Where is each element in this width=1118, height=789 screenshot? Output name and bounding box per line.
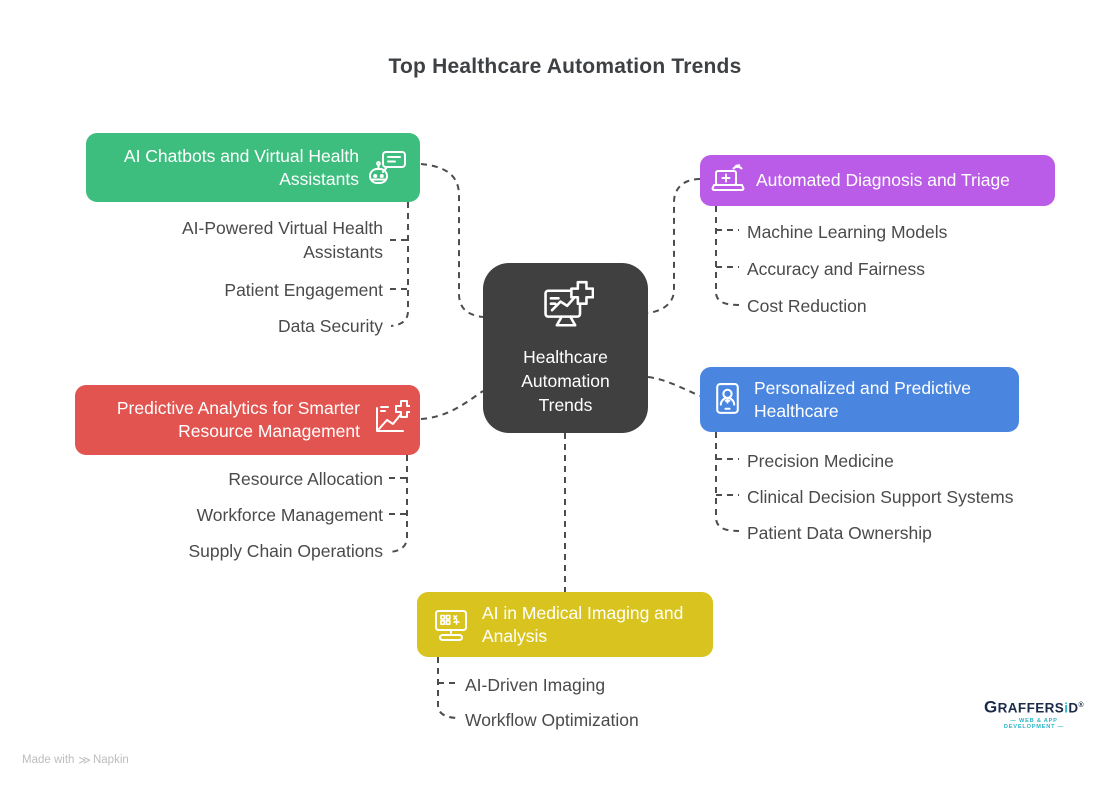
made-with-label: Made with [22,754,75,766]
child-supply-chain-operations: Supply Chain Operations [188,541,383,561]
child-workforce-management: Workforce Management [196,505,383,525]
analytics-children-line [389,455,408,553]
child-patient-engagement: Patient Engagement [224,280,383,300]
branch-personalized-healthcare: Personalized and Predictive Healthcare [700,367,1019,432]
branch-predictive-analytics-label: Predictive Analytics for Smarter Resourc… [116,398,360,441]
child-precision-medicine: Precision Medicine [747,451,894,471]
patient-id-card-icon [712,381,743,418]
child-ai-powered-virtual-health-assistants: AI-Powered Virtual Health Assistants [181,218,383,262]
connector-center-personalized [647,376,701,397]
connector-chatbots-center [420,163,484,318]
napkin-label: Napkin [92,754,129,766]
laptop-medical-signal-icon [710,163,746,198]
branch-automated-diagnosis: Automated Diagnosis and Triage [700,155,1055,206]
central-node-healthcare-automation-trends: Healthcare Automation Trends [483,263,648,433]
child-cost-reduction: Cost Reduction [747,296,867,316]
chatbot-speech-bubble-icon [368,148,408,188]
branch-predictive-analytics: Predictive Analytics for Smarter Resourc… [75,385,420,455]
child-ai-driven-imaging: AI-Driven Imaging [465,675,606,695]
connector-analytics-center [420,390,484,420]
made-with-napkin: Made with ≫ Napkin [22,753,129,767]
napkin-icon: ≫ [78,753,90,767]
child-resource-allocation: Resource Allocation [228,469,383,489]
branch-automated-diagnosis-label: Automated Diagnosis and Triage [756,170,1010,190]
child-accuracy-and-fairness: Accuracy and Fairness [747,259,925,279]
branch-ai-chatbots: AI Chatbots and Virtual Health Assistant… [86,133,420,202]
branch-medical-imaging: AI in Medical Imaging and Analysis [417,592,713,657]
child-data-security: Data Security [277,316,383,336]
connector-diagnosis-center [647,178,701,314]
chart-plus-icon [368,399,410,441]
registered-mark: ® [1078,702,1085,709]
imaging-children-line [437,657,457,719]
diagnosis-children-line [715,206,740,306]
graffersid-wordmark: GRAFFERSiD® [984,697,1085,717]
graffersid-tagline: — WEB & APP DEVELOPMENT — [1003,717,1065,730]
child-patient-data-ownership: Patient Data Ownership [747,523,932,543]
personalized-children-line [715,432,740,532]
branch-ai-chatbots-label: AI Chatbots and Virtual Health Assistant… [123,145,359,189]
medical-imaging-monitor-icon [431,607,471,643]
graffersid-logo: GRAFFERSiD® — WEB & APP DEVELOPMENT — [984,698,1084,730]
central-node-label: Healthcare Automation Trends [521,346,610,415]
child-workflow-optimization: Workflow Optimization [465,710,639,730]
page-title: Top Healthcare Automation Trends [388,55,742,78]
branch-medical-imaging-label: AI in Medical Imaging and Analysis [482,602,684,646]
branch-personalized-healthcare-label: Personalized and Predictive Healthcare [754,377,971,421]
chatbots-children-line [390,202,409,327]
monitor-chart-medical-cross-icon [538,280,594,341]
child-clinical-decision-support-systems: Clinical Decision Support Systems [747,487,1014,507]
child-machine-learning-models: Machine Learning Models [747,222,948,242]
